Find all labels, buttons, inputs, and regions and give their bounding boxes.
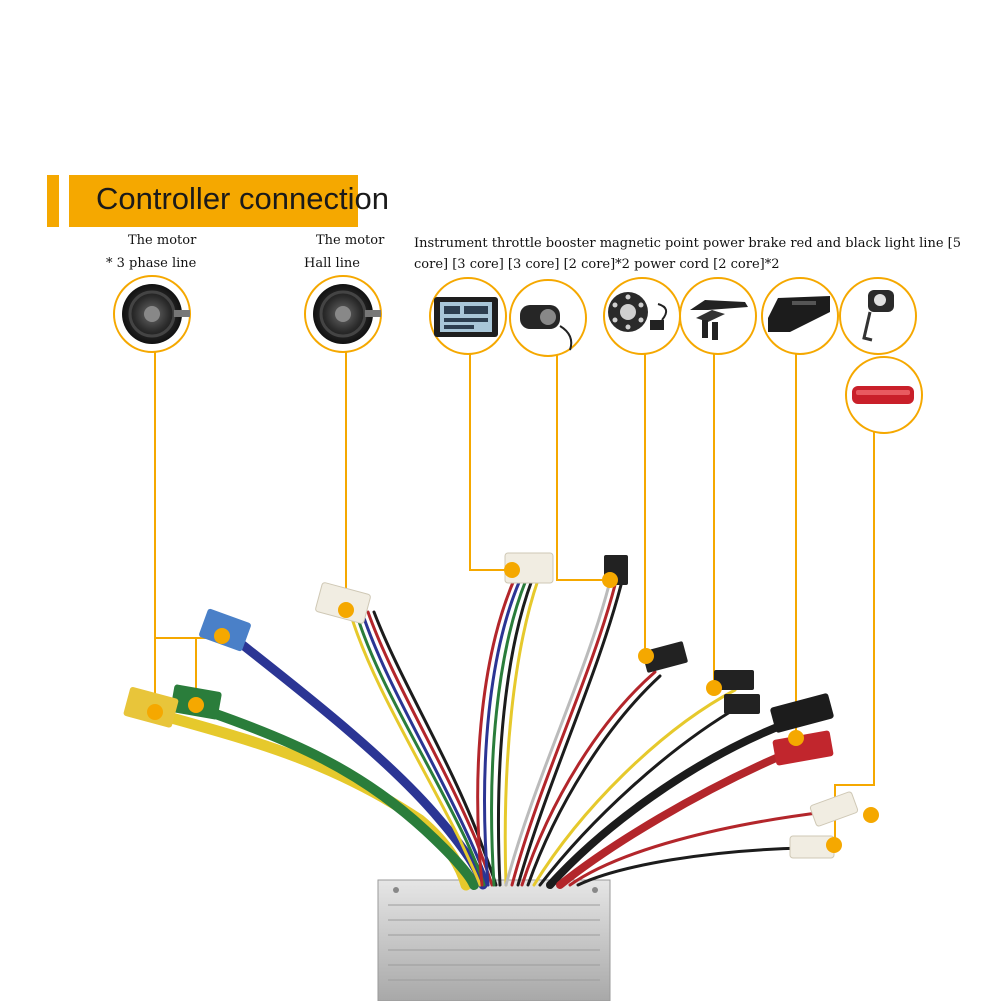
motor-hall-circle xyxy=(304,275,382,353)
controller-box xyxy=(377,879,611,1001)
display-circle xyxy=(429,277,507,355)
connector-power-black xyxy=(770,693,834,733)
components-description: Instrument throttle booster magnetic poi… xyxy=(414,236,962,272)
marker-dots xyxy=(147,562,879,853)
connector-brake-1 xyxy=(714,670,754,690)
headlight-circle xyxy=(839,277,917,355)
wire-bundle xyxy=(144,578,827,891)
brake-lever-icon xyxy=(690,300,748,310)
axle-icon xyxy=(174,310,190,317)
leader-display xyxy=(469,350,510,571)
leader-light xyxy=(834,430,875,845)
battery-circle xyxy=(761,277,839,355)
title-bar xyxy=(69,175,358,227)
pas-sensor-circle xyxy=(603,277,681,355)
leader-throttle xyxy=(556,350,610,581)
motor-phase-circle xyxy=(113,275,191,353)
taillight-circle xyxy=(845,356,923,434)
connectors xyxy=(123,552,859,859)
motor-phase-label-line1: The motor xyxy=(128,233,197,248)
leader-lines xyxy=(154,350,875,845)
brake-levers-circle xyxy=(679,277,757,355)
motor-hall-label-line1: The motor xyxy=(316,233,385,248)
connector-pas xyxy=(642,641,688,673)
title-accent-bar xyxy=(47,175,59,227)
page-title: Controller connection xyxy=(96,181,389,216)
connector-brake-2 xyxy=(724,694,760,714)
wire-phase-blue xyxy=(225,630,488,890)
connector-light-1 xyxy=(809,791,859,827)
wire-phase-green xyxy=(205,707,479,890)
motor-phase-label-line2: * 3 phase line xyxy=(106,256,197,271)
throttle-circle xyxy=(509,279,587,357)
motor-hall-label-line2: Hall line xyxy=(304,256,360,271)
connector-power-red xyxy=(772,730,834,766)
